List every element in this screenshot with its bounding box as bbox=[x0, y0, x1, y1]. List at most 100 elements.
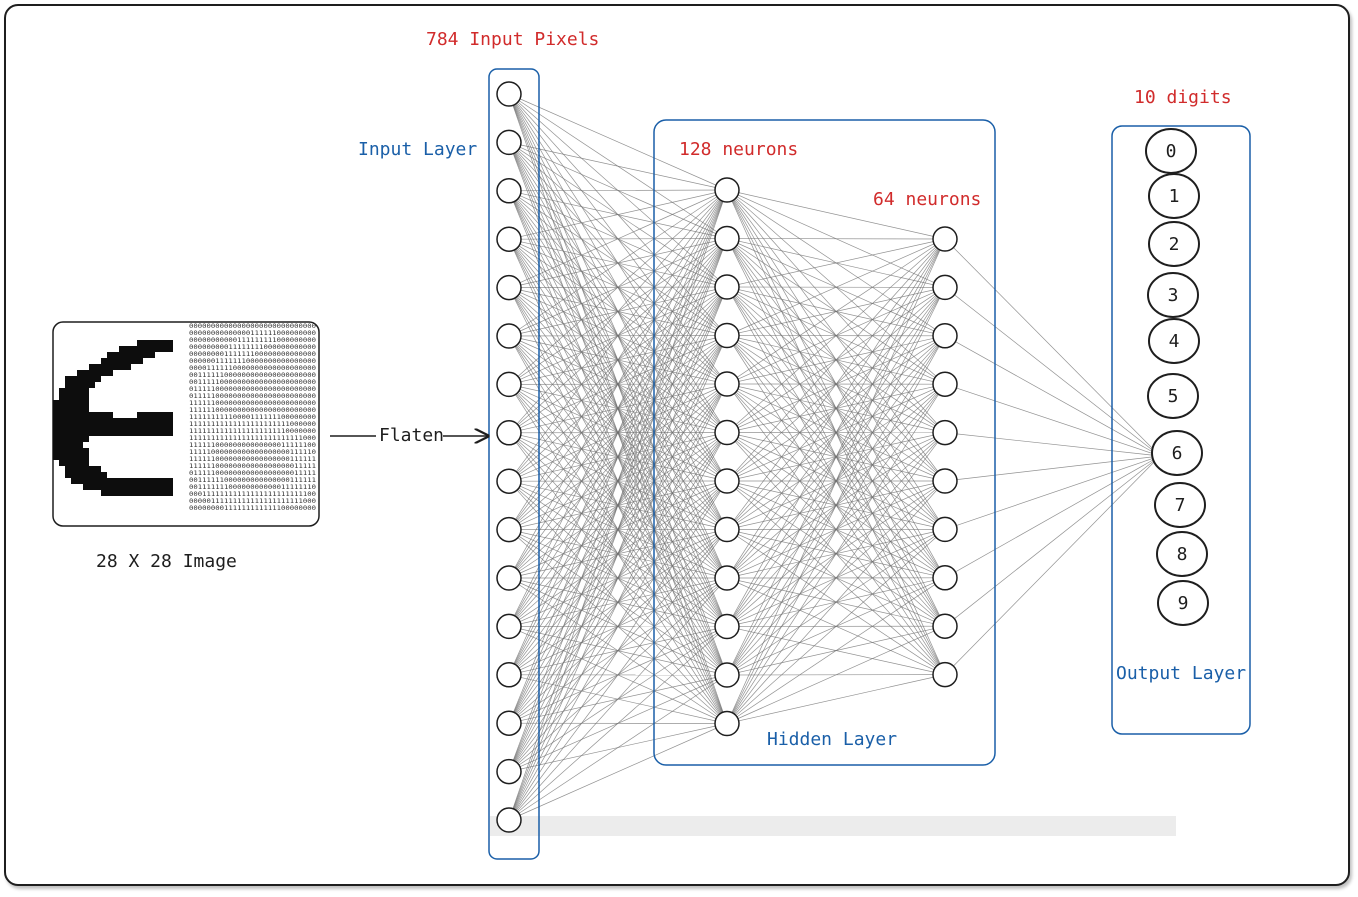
binary-row: 00111111000000000000000111111 bbox=[189, 477, 316, 484]
digit-pixel bbox=[161, 430, 167, 436]
binary-row: 11111000000000000000000111110 bbox=[189, 449, 316, 456]
digit-pixel bbox=[137, 412, 143, 418]
digit-pixel bbox=[83, 424, 89, 430]
hidden-neuron-64 bbox=[932, 661, 958, 688]
binary-row: 11111111110000111111100000000 bbox=[189, 414, 316, 421]
network-base-shadow bbox=[490, 816, 1176, 836]
connection-line bbox=[508, 480, 728, 821]
digit-pixel bbox=[155, 430, 161, 436]
digit-pixel bbox=[89, 418, 95, 424]
digit-pixel bbox=[119, 484, 125, 490]
digit-pixel bbox=[59, 400, 65, 406]
output-neuron-4 bbox=[1148, 318, 1200, 364]
digit-pixel bbox=[137, 418, 143, 424]
digit-pixel bbox=[143, 430, 149, 436]
connection-line bbox=[726, 238, 946, 627]
digit-pixel bbox=[167, 478, 173, 484]
hidden-128-label: 128 neurons bbox=[679, 139, 798, 160]
digit-pixel bbox=[83, 382, 89, 388]
output-neuron-3 bbox=[1147, 272, 1199, 318]
digit-pixel bbox=[155, 340, 161, 346]
digit-pixel bbox=[71, 382, 77, 388]
digit-pixel bbox=[89, 364, 95, 370]
digit-pixel bbox=[143, 352, 149, 358]
connection-line bbox=[508, 93, 728, 191]
digit-pixel bbox=[95, 430, 101, 436]
digit-pixel bbox=[161, 412, 167, 418]
digit-pixel bbox=[77, 454, 83, 460]
digit-pixel bbox=[77, 436, 83, 442]
digit-pixel bbox=[113, 484, 119, 490]
connection-line bbox=[508, 286, 728, 821]
connection-line bbox=[726, 480, 946, 724]
digit-pixel bbox=[119, 358, 125, 364]
digit-pixel bbox=[167, 346, 173, 352]
digit-pixel bbox=[71, 448, 77, 454]
connection-line bbox=[726, 625, 946, 724]
digit-pixel bbox=[53, 412, 59, 418]
connection-line bbox=[508, 189, 728, 192]
digit-pixel bbox=[71, 454, 77, 460]
digit-pixel bbox=[167, 424, 173, 430]
digit-pixel bbox=[113, 352, 119, 358]
digit-pixel bbox=[137, 340, 143, 346]
connection-line bbox=[508, 189, 728, 772]
digit-pixel bbox=[125, 490, 131, 496]
input-neuron bbox=[496, 710, 522, 736]
binary-row: 11111100000000000000000000000 bbox=[189, 407, 316, 414]
connection-line bbox=[508, 674, 728, 821]
binary-row: 11111100000000000000000000000 bbox=[189, 400, 316, 407]
digit-pixel bbox=[143, 424, 149, 430]
digit-pixel bbox=[89, 412, 95, 418]
digit-pixel bbox=[65, 388, 71, 394]
digit-pixel bbox=[71, 388, 77, 394]
output-digit-label: 0 bbox=[1166, 141, 1177, 162]
digit-pixel bbox=[119, 364, 125, 370]
digit-pixel bbox=[149, 484, 155, 490]
digit-pixel bbox=[131, 424, 137, 430]
digit-pixel bbox=[77, 418, 83, 424]
digit-pixel bbox=[149, 490, 155, 496]
digit-pixel bbox=[59, 430, 65, 436]
hidden-neuron-128 bbox=[714, 565, 740, 591]
digit-pixel bbox=[137, 484, 143, 490]
digit-pixel bbox=[119, 352, 125, 358]
flatten-label: Flaten bbox=[379, 425, 444, 446]
output-layer-label: Output Layer bbox=[1116, 663, 1246, 684]
connection-line bbox=[508, 626, 728, 821]
connection-line bbox=[508, 189, 728, 627]
output-neuron-1 bbox=[1148, 173, 1200, 219]
output-digit-label: 3 bbox=[1168, 285, 1179, 306]
input-neuron bbox=[496, 758, 522, 785]
digit-pixel bbox=[89, 484, 95, 490]
connection-line bbox=[944, 238, 1161, 457]
digit-pixel bbox=[113, 478, 119, 484]
digit-pixel bbox=[95, 370, 101, 376]
digit-pixel bbox=[83, 400, 89, 406]
hidden-neuron-128 bbox=[714, 662, 740, 688]
digit-pixel bbox=[65, 406, 71, 412]
input-neuron bbox=[496, 807, 522, 833]
output-neuron-0 bbox=[1145, 128, 1197, 174]
digits-count-label: 10 digits bbox=[1134, 87, 1232, 108]
digit-pixel bbox=[137, 430, 143, 436]
hidden-layer-64-nodes bbox=[932, 226, 958, 688]
connection-line bbox=[508, 189, 728, 724]
binary-row: 00111111100000000000011111110 bbox=[189, 484, 316, 491]
digit-pixel bbox=[131, 478, 137, 484]
binary-row: 00001111110000000000000000000 bbox=[189, 365, 316, 372]
hidden-neuron-128 bbox=[714, 419, 740, 446]
digit-pixel bbox=[77, 424, 83, 430]
digit-pixel bbox=[131, 352, 137, 358]
digit-pixel bbox=[71, 466, 77, 472]
connection-line bbox=[726, 335, 946, 724]
connection-line bbox=[944, 335, 1161, 457]
digit-pixel bbox=[59, 436, 65, 442]
digit-pixel bbox=[77, 412, 83, 418]
digit-pixel bbox=[59, 460, 65, 466]
output-neuron-2 bbox=[1148, 221, 1200, 267]
binary-row: 11111111111111111111111000000 bbox=[189, 421, 316, 428]
digit-pixel bbox=[83, 394, 89, 400]
digit-pixel bbox=[101, 370, 107, 376]
hidden-neuron-128 bbox=[714, 177, 740, 203]
